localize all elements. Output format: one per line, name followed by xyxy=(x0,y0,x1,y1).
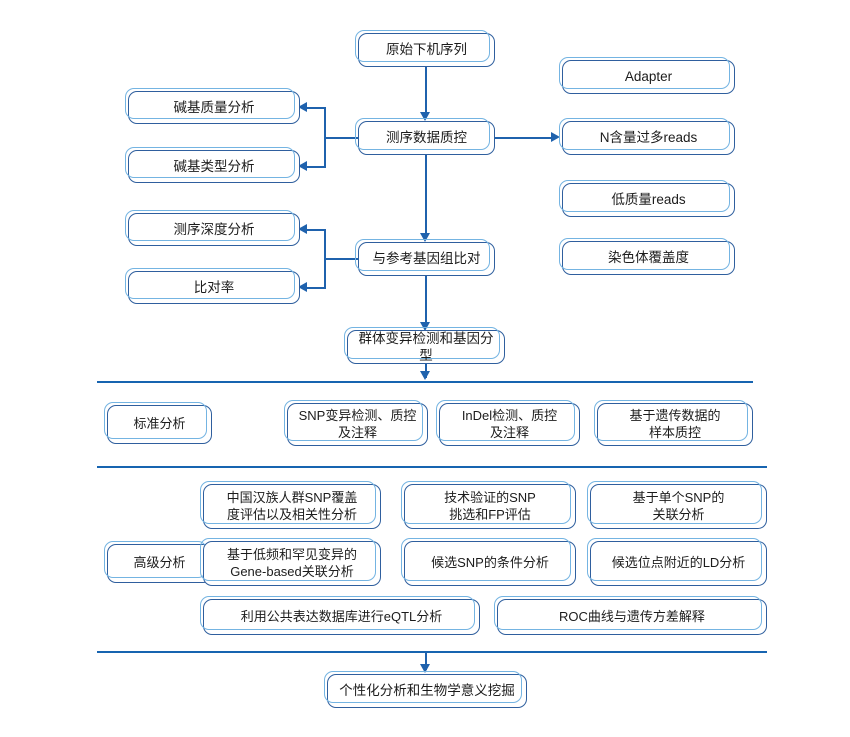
node-advanced-r3-item-0: 利用公共表达数据库进行eQTL分析 xyxy=(200,596,480,635)
section-label-advanced-analysis: 高级分析 xyxy=(104,541,212,583)
node-standard-item-1: InDel检测、质控 及注释 xyxy=(436,400,580,446)
connector-qc-to-base-quality xyxy=(305,107,325,109)
node-advanced-r1-item-2-label: 基于单个SNP的 关联分析 xyxy=(632,489,725,522)
node-advanced-r1-item-1-label: 技术验证的SNP 挑选和FP评估 xyxy=(444,489,536,522)
arrowhead-qc-to-base-quality xyxy=(298,102,307,112)
arrowhead-qc-to-alignment xyxy=(420,233,430,242)
divider-advanced-top xyxy=(97,466,767,469)
connector-raw-to-qc xyxy=(425,67,427,115)
connector-align-to-variant xyxy=(425,276,427,326)
node-chromosome-coverage-label: 染色体覆盖度 xyxy=(608,250,689,266)
node-advanced-r2-item-2-label: 候选位点附近的LD分析 xyxy=(611,555,746,571)
node-advanced-r3-item-0-label: 利用公共表达数据库进行eQTL分析 xyxy=(240,608,443,624)
node-advanced-r1-item-0: 中国汉族人群SNP覆盖 度评估以及相关性分析 xyxy=(200,481,381,529)
node-personalized-analysis-label: 个性化分析和生物学意义挖掘 xyxy=(339,683,515,699)
node-raw-reads-label: 原始下机序列 xyxy=(386,42,467,58)
node-n-content-reads: N含量过多reads xyxy=(559,118,735,155)
connector-qc-to-alignment xyxy=(425,155,427,236)
node-standard-item-0-label: SNP变异检测、质控 及注释 xyxy=(298,407,417,440)
connector-qc-left-stub xyxy=(325,137,360,139)
connector-qc-to-base-type xyxy=(305,166,325,168)
node-variant-calling-genotyping: 群体变异检测和基因分型 xyxy=(344,327,505,364)
node-adapter-label: Adapter xyxy=(624,69,673,85)
node-chromosome-coverage: 染色体覆盖度 xyxy=(559,238,735,275)
node-variant-calling-genotyping-label: 群体变异检测和基因分型 xyxy=(358,330,494,363)
node-base-quality-analysis-label: 碱基质量分析 xyxy=(173,99,255,115)
node-depth-analysis-label: 测序深度分析 xyxy=(173,221,255,237)
node-standard-item-0: SNP变异检测、质控 及注释 xyxy=(284,400,428,446)
node-alignment-rate-label: 比对率 xyxy=(193,279,235,295)
node-sequencing-qc-label: 测序数据质控 xyxy=(386,130,467,146)
arrowhead-align-to-rate xyxy=(298,282,307,292)
divider-personalized-top xyxy=(97,651,767,654)
arrowhead-qc-to-n-reads xyxy=(551,132,560,142)
arrowhead-raw-to-qc xyxy=(420,112,430,121)
connector-align-to-rate xyxy=(305,287,325,289)
node-advanced-r1-item-0-label: 中国汉族人群SNP覆盖 度评估以及相关性分析 xyxy=(226,489,358,522)
connector-align-left-stub xyxy=(325,258,360,260)
section-label-standard-analysis-text: 标准分析 xyxy=(133,416,186,432)
arrowhead-align-to-depth xyxy=(298,224,307,234)
node-low-quality-reads-label: 低质量reads xyxy=(611,192,686,208)
node-advanced-r3-item-1: ROC曲线与遗传方差解释 xyxy=(494,596,767,635)
node-advanced-r2-item-1: 候选SNP的条件分析 xyxy=(401,538,576,586)
arrowhead-divider-to-personalized xyxy=(420,664,430,673)
connector-divider-to-personalized xyxy=(425,652,427,670)
node-low-quality-reads: 低质量reads xyxy=(559,180,735,217)
node-advanced-r2-item-0: 基于低频和罕见变异的 Gene-based关联分析 xyxy=(200,538,381,586)
node-raw-reads: 原始下机序列 xyxy=(355,30,495,67)
node-base-type-analysis-label: 碱基类型分析 xyxy=(173,158,255,174)
connector-qc-to-n-reads xyxy=(495,137,553,139)
connector-qc-left-bus xyxy=(324,107,326,168)
node-base-type-analysis: 碱基类型分析 xyxy=(125,147,300,183)
node-alignment-rate: 比对率 xyxy=(125,268,300,304)
node-adapter: Adapter xyxy=(559,57,735,94)
node-advanced-r2-item-0-label: 基于低频和罕见变异的 Gene-based关联分析 xyxy=(226,546,357,579)
node-advanced-r1-item-2: 基于单个SNP的 关联分析 xyxy=(587,481,767,529)
section-label-standard-analysis: 标准分析 xyxy=(104,402,212,444)
node-standard-item-2: 基于遗传数据的 样本质控 xyxy=(594,400,753,446)
node-advanced-r3-item-1-label: ROC曲线与遗传方差解释 xyxy=(559,608,705,624)
divider-standard-top xyxy=(97,381,753,384)
node-personalized-analysis: 个性化分析和生物学意义挖掘 xyxy=(324,671,527,708)
node-advanced-r1-item-1: 技术验证的SNP 挑选和FP评估 xyxy=(401,481,576,529)
connector-align-left-bus xyxy=(324,229,326,289)
arrowhead-align-to-variant xyxy=(420,322,430,331)
node-standard-item-2-label: 基于遗传数据的 样本质控 xyxy=(629,407,721,440)
node-advanced-r2-item-2: 候选位点附近的LD分析 xyxy=(587,538,767,586)
node-sequencing-qc: 测序数据质控 xyxy=(355,118,495,155)
connector-align-to-depth xyxy=(305,229,325,231)
node-advanced-r2-item-1-label: 候选SNP的条件分析 xyxy=(431,555,549,571)
arrowhead-variant-to-standard xyxy=(420,371,430,380)
arrowhead-qc-to-base-type xyxy=(298,161,307,171)
node-n-content-reads-label: N含量过多reads xyxy=(599,130,698,146)
node-align-reference-genome: 与参考基因组比对 xyxy=(355,239,495,276)
node-depth-analysis: 测序深度分析 xyxy=(125,210,300,246)
node-base-quality-analysis: 碱基质量分析 xyxy=(125,88,300,124)
section-label-advanced-analysis-text: 高级分析 xyxy=(133,555,186,571)
node-align-reference-genome-label: 与参考基因组比对 xyxy=(372,251,481,267)
node-standard-item-1-label: InDel检测、质控 及注释 xyxy=(461,407,558,440)
